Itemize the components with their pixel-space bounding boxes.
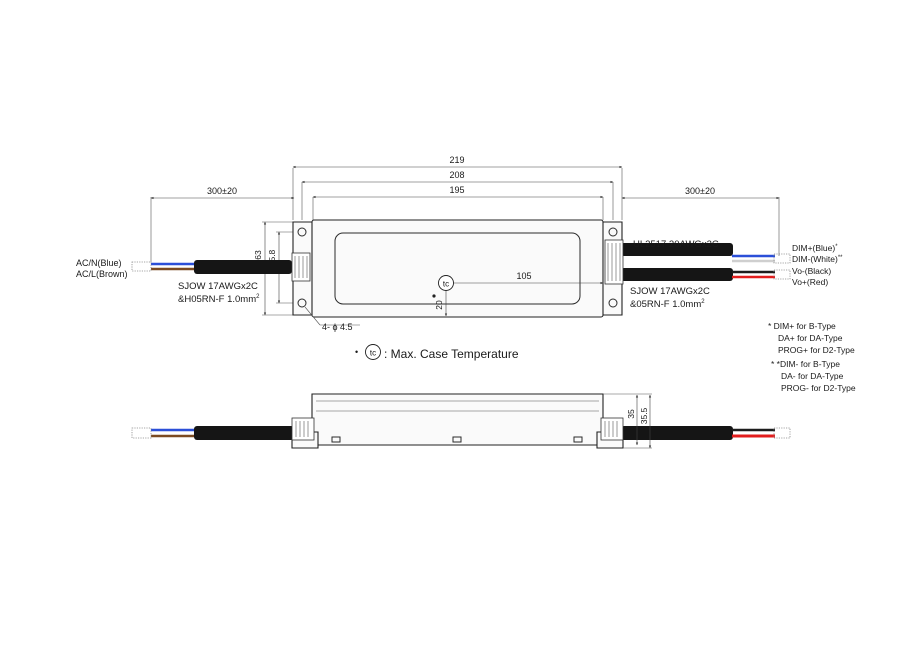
- output-cable-spec-2: &05RN-F 1.0mm2: [630, 299, 705, 310]
- side-input-gland: [291, 417, 315, 441]
- mounting-hole: [608, 227, 618, 237]
- power-cable-jacket: [621, 268, 733, 281]
- wire-label-mark: **: [838, 255, 843, 261]
- input-cable-jacket: [194, 260, 292, 274]
- mounting-hole: [297, 298, 307, 308]
- wire-label-text: DIM+(Blue): [792, 243, 835, 253]
- tc-legend-bullet: •: [355, 347, 358, 357]
- note-line: DA+ for DA-Type: [778, 333, 843, 343]
- note-line: PROG+ for D2-Type: [778, 345, 855, 355]
- output-cable-spec-2-text: &05RN-F 1.0mm: [630, 299, 701, 310]
- input-cable-spec-2: &H05RN-F 1.0mm2: [178, 294, 260, 305]
- tc-point-icon: [438, 275, 454, 291]
- note-line: * DIM+ for B-Type: [768, 321, 836, 331]
- side-input-cable-jacket: [194, 426, 294, 440]
- wire-label-dim-plus: DIM+(Blue)*: [792, 243, 838, 253]
- mounting-hole: [297, 227, 307, 237]
- stripped-conductors: [773, 427, 791, 439]
- dim-cable-spec: UL2517 20AWGx2C: [633, 239, 719, 250]
- dim-195-label: 195: [449, 185, 464, 195]
- stripped-conductors: [773, 269, 791, 280]
- note-line: DA- for DA-Type: [781, 371, 844, 381]
- side-view: 35 35.5: [131, 393, 791, 449]
- output-cables: [621, 243, 791, 281]
- tc-legend-icon: [365, 344, 381, 360]
- dim-219-label: 219: [449, 155, 464, 165]
- wire-label-mark: *: [835, 244, 838, 250]
- top-view: 219 208 195 300±20 300±20 63 45.8 AC/N(B…: [76, 155, 843, 332]
- dim-cable-jacket: [621, 243, 733, 256]
- wire-label-text: DIM-(White): [792, 254, 838, 264]
- type-notes: * DIM+ for B-Type DA+ for DA-Type PROG+ …: [768, 321, 856, 393]
- dim-105-label: 105: [516, 271, 531, 281]
- stripped-conductors: [131, 427, 152, 439]
- wire-label-vo-minus: Vo-(Black): [792, 266, 831, 276]
- wire-label-ac-n: AC/N(Blue): [76, 258, 122, 268]
- tc-legend-text: : Max. Case Temperature: [384, 347, 519, 361]
- wire-label-vo-plus: Vo+(Red): [792, 277, 828, 287]
- tc-dot: [432, 294, 436, 298]
- dim-35-label: 35: [626, 409, 636, 419]
- dim-63-label: 63: [253, 250, 263, 260]
- hole-leader: [304, 306, 321, 326]
- superscript: 2: [256, 294, 260, 300]
- input-cable-gland: [291, 252, 311, 282]
- output-cable-spec-1: SJOW 17AWGx2C: [630, 286, 710, 297]
- tc-legend-symbol: tc: [370, 349, 376, 358]
- superscript: 2: [701, 299, 705, 305]
- side-output-gland: [600, 417, 624, 441]
- dim-35-5-label: 35.5: [639, 407, 649, 424]
- note-line: PROG- for D2-Type: [781, 383, 856, 393]
- note-line: * *DIM- for B-Type: [771, 359, 840, 369]
- stripped-conductors: [773, 253, 791, 264]
- top-view-label-panel: [334, 232, 581, 305]
- dim-45-8-label: 45.8: [267, 249, 277, 266]
- wire-label-dim-minus: DIM-(White)**: [792, 254, 843, 264]
- tc-legend: • tc : Max. Case Temperature: [355, 344, 519, 361]
- dim-left-cable-label: 300±20: [207, 186, 237, 196]
- input-cable-spec-2-text: &H05RN-F 1.0mm: [178, 294, 256, 305]
- top-view-body: [311, 219, 604, 318]
- dim-20-label: 20: [434, 300, 444, 310]
- input-cable-spec-1: SJOW 17AWGx2C: [178, 281, 258, 292]
- stripped-conductors: [131, 261, 152, 272]
- wire-label-ac-l: AC/L(Brown): [76, 269, 128, 279]
- dim-right-cable-label: 300±20: [685, 186, 715, 196]
- side-output-cable-jacket: [621, 426, 733, 440]
- holes-label: 4- ϕ 4.5: [322, 322, 353, 332]
- output-cable-gland: [604, 239, 624, 285]
- mounting-hole: [608, 298, 618, 308]
- tc-point-label: tc: [443, 280, 449, 289]
- input-cable: [131, 260, 292, 274]
- side-slot: [573, 436, 583, 443]
- side-slot: [452, 436, 462, 443]
- dim-208-label: 208: [449, 170, 464, 180]
- side-slot: [331, 436, 341, 443]
